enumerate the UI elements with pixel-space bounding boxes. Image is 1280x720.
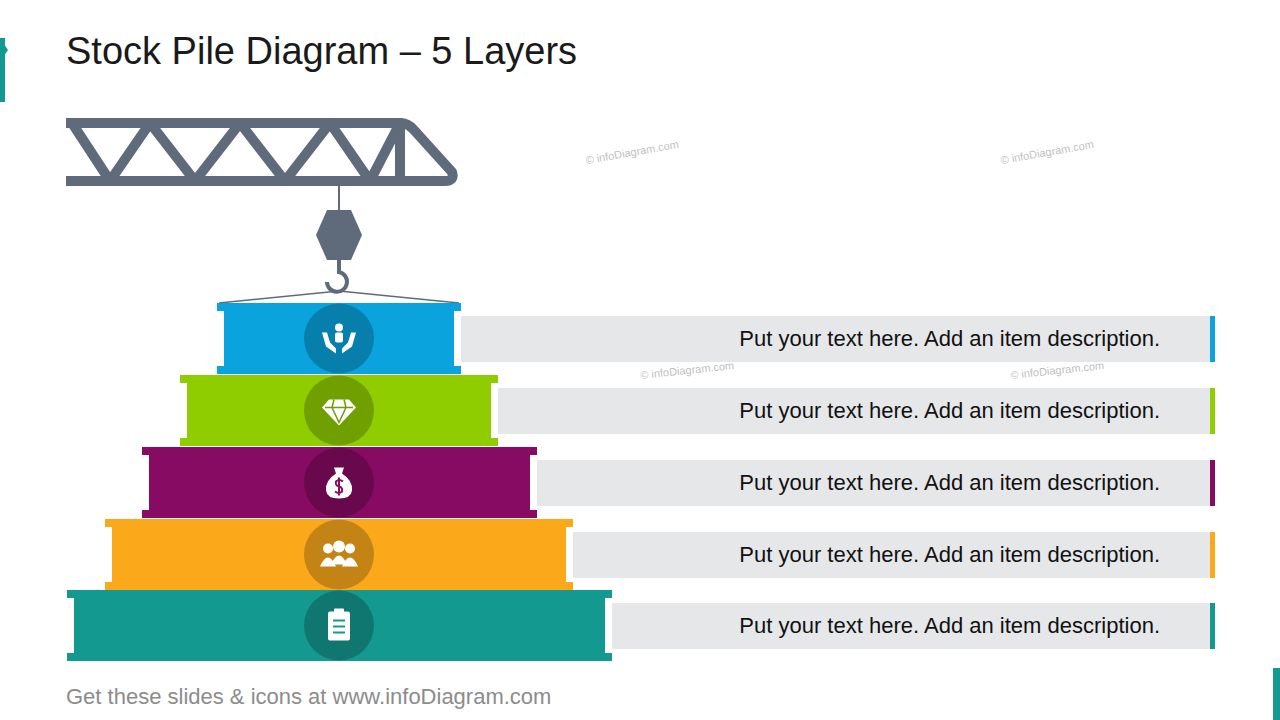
text-band: Put your text here. Add an item descript…: [498, 388, 1210, 434]
footer-note: Get these slides & icons at www.infoDiag…: [66, 684, 551, 710]
item-description: Put your text here. Add an item descript…: [739, 470, 1160, 496]
text-band: Put your text here. Add an item descript…: [461, 316, 1210, 362]
layer-icon: [328, 609, 350, 641]
watermark: © infoDiagram.com: [1000, 138, 1095, 166]
item-description: Put your text here. Add an item descript…: [739, 326, 1160, 352]
watermark: © infoDiagram.com: [585, 138, 680, 166]
stock-layer: [105, 519, 1215, 590]
text-band: Put your text here. Add an item descript…: [537, 460, 1210, 506]
crane-arm: [66, 123, 453, 181]
stock-layer: [142, 447, 1215, 518]
item-description: Put your text here. Add an item descript…: [739, 542, 1160, 568]
layer-icon: [326, 468, 352, 499]
crane-hook: [219, 186, 459, 303]
corner-accent: [1273, 668, 1280, 720]
layer-icon: [320, 541, 358, 567]
layer-icon: [322, 400, 356, 426]
text-band: Put your text here. Add an item descript…: [573, 532, 1210, 578]
item-description: Put your text here. Add an item descript…: [739, 398, 1160, 424]
layer-icon: [322, 324, 356, 354]
corner-accent: [0, 38, 5, 102]
text-band: Put your text here. Add an item descript…: [612, 603, 1210, 649]
slide-title: Stock Pile Diagram – 5 Layers: [66, 30, 577, 73]
stock-layer: [180, 375, 1215, 446]
watermark: © infoDiagram.com: [640, 359, 735, 381]
watermark: © infoDiagram.com: [1010, 359, 1105, 381]
stock-layer: [67, 590, 1215, 661]
item-description: Put your text here. Add an item descript…: [739, 613, 1160, 639]
